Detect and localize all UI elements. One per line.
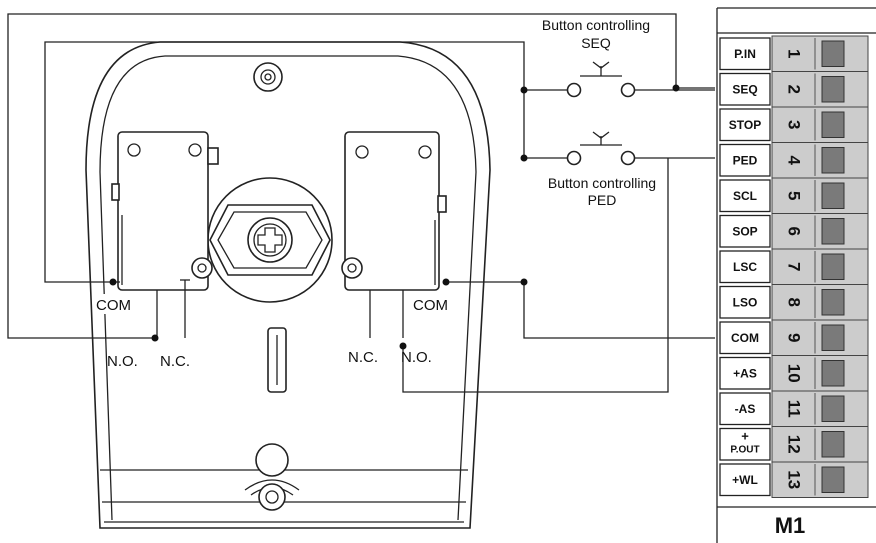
terminal-number: 4	[785, 156, 804, 166]
terminal-7: LSC 7	[719, 248, 869, 285]
right-microswitch	[341, 131, 447, 338]
ped-push-button	[566, 131, 636, 166]
right-no-label: N.O.	[401, 349, 432, 366]
ped-button-label-line2: PED	[588, 192, 617, 208]
terminal-1: P.IN 1	[719, 35, 869, 72]
terminal-label: -AS	[735, 402, 756, 416]
seq-button-label-line1: Button controlling	[542, 17, 650, 33]
terminal-screw	[821, 360, 845, 387]
left-no-label: N.O.	[107, 353, 138, 370]
terminal-label-box	[719, 108, 771, 142]
terminal-label: P.OUT	[730, 445, 759, 456]
terminal-11: -AS 11	[719, 390, 869, 427]
terminal-label-box	[719, 250, 771, 284]
terminal-body	[771, 106, 869, 143]
terminal-label: +AS	[733, 366, 757, 380]
terminal-label-box	[719, 463, 771, 497]
terminal-label-top: +	[741, 429, 749, 444]
terminal-label-box	[719, 37, 771, 71]
terminal-number: 8	[785, 298, 804, 307]
terminal-number: 6	[785, 227, 804, 236]
terminal-screw	[821, 182, 845, 209]
terminal-screw	[821, 324, 845, 351]
terminal-label: P.IN	[734, 47, 756, 61]
terminal-body	[771, 319, 869, 356]
terminal-label: COM	[731, 331, 759, 345]
wiring	[7, 13, 715, 393]
terminal-10: +AS 10	[719, 355, 869, 392]
junction-dots	[109, 84, 680, 350]
terminal-label: LSO	[733, 295, 758, 309]
terminal-screw	[821, 466, 845, 493]
terminal-label: STOP	[729, 118, 761, 132]
terminal-block-title: M1	[775, 513, 806, 538]
terminal-label-box	[719, 72, 771, 106]
terminal-9: COM 9	[719, 319, 869, 356]
terminal-number: 9	[785, 333, 804, 342]
terminal-body	[771, 71, 869, 108]
terminal-screw	[821, 289, 845, 316]
terminal-number: 5	[785, 191, 804, 200]
terminal-label-box	[719, 179, 771, 213]
terminal-number: 13	[785, 470, 804, 489]
terminal-12: +P.OUT 12	[719, 426, 869, 463]
terminal-screw	[821, 76, 845, 103]
terminal-screw	[821, 253, 845, 280]
terminal-label: SEQ	[732, 82, 757, 96]
terminal-13: +WL 13	[719, 461, 869, 498]
terminal-number: 12	[785, 435, 804, 454]
terminal-label-box	[719, 427, 771, 461]
terminal-number: 3	[785, 120, 804, 129]
terminal-screw	[821, 431, 845, 458]
seq-button-label-line2: SEQ	[581, 35, 611, 51]
terminal-label: LSC	[733, 260, 757, 274]
terminal-number: 10	[785, 364, 804, 383]
right-com-label: COM	[413, 297, 448, 314]
terminal-label-box	[719, 356, 771, 390]
terminal-label-box	[719, 285, 771, 319]
ped-button-label-line1: Button controlling	[548, 175, 656, 191]
left-com-label: COM	[96, 297, 131, 314]
seq-push-button	[566, 61, 636, 98]
terminal-label-box	[719, 321, 771, 355]
terminal-label-box	[719, 214, 771, 248]
terminal-label-box	[719, 392, 771, 426]
top-mounting-screw	[253, 62, 283, 92]
terminal-screw	[821, 40, 845, 67]
left-microswitch	[111, 131, 219, 338]
center-hub	[207, 177, 333, 303]
terminal-3: STOP 3	[719, 106, 869, 143]
terminal-body	[771, 355, 869, 392]
terminal-label: +WL	[732, 473, 758, 487]
terminal-4: PED 4	[719, 142, 869, 179]
right-nc-label: N.C.	[348, 349, 378, 366]
terminal-8: LSO 8	[719, 284, 869, 321]
terminal-screw	[821, 395, 845, 422]
terminal-screw	[821, 218, 845, 245]
left-nc-label: N.C.	[160, 353, 190, 370]
terminal-label: SOP	[732, 224, 757, 238]
terminal-body	[771, 142, 869, 179]
terminal-2: SEQ 2	[719, 71, 869, 108]
terminal-body	[771, 461, 869, 498]
terminal-label: SCL	[733, 189, 757, 203]
terminal-body	[771, 35, 869, 72]
terminal-label-box	[719, 143, 771, 177]
terminal-label: PED	[733, 153, 758, 167]
terminal-6: SOP 6	[719, 213, 869, 250]
terminal-number: 11	[785, 400, 804, 418]
lower-parts	[244, 327, 300, 511]
terminal-screw	[821, 147, 845, 174]
terminal-number: 2	[785, 85, 804, 94]
terminal-5: SCL 5	[719, 177, 869, 214]
terminal-body	[771, 248, 869, 285]
terminal-number: 1	[785, 49, 804, 58]
terminal-number: 7	[785, 262, 804, 271]
terminal-body	[771, 213, 869, 250]
terminal-screw	[821, 111, 845, 138]
terminal-body	[771, 177, 869, 214]
